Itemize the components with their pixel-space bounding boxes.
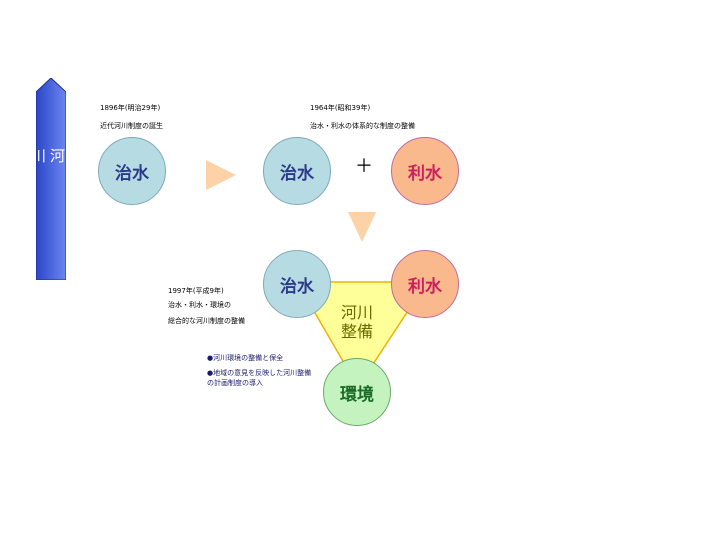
stage1-chisui-circle: 治水 bbox=[98, 137, 166, 205]
stage3-chisui-circle: 治水 bbox=[263, 250, 331, 318]
right-arrow-icon bbox=[206, 160, 236, 190]
kasen-seibi-triangle bbox=[297, 281, 429, 389]
stage2-chisui-label: 治水 bbox=[280, 163, 314, 184]
kasen-label-line1: 河川 bbox=[340, 303, 373, 322]
down-arrow-icon bbox=[348, 212, 376, 242]
stage3-kankyo-label: 環境 bbox=[340, 384, 374, 405]
stage3-note-2: ●地域の意見を反映した河川整備 bbox=[207, 369, 312, 377]
stage2-year: 1964年(昭和39年) bbox=[310, 104, 371, 112]
stage3-year: 1997年(平成9年) bbox=[168, 287, 224, 295]
stage3-caption-line2: 総合的な河川制度の整備 bbox=[168, 317, 245, 325]
side-tab-shape bbox=[36, 78, 66, 280]
stage2-risui-circle: 利水 bbox=[391, 137, 459, 205]
stage2-caption: 治水・利水の体系的な制度の整備 bbox=[310, 122, 415, 130]
stage1-caption: 近代河川制度の誕生 bbox=[100, 122, 163, 130]
stage3-caption-line1: 治水・利水・環境の bbox=[168, 301, 231, 309]
stage1-chisui-label: 治水 bbox=[115, 163, 149, 184]
plus-sign: ＋ bbox=[355, 156, 373, 177]
stage3-note-3: の計画制度の導入 bbox=[207, 379, 263, 387]
stage1-year: 1896年(明治29年) bbox=[100, 104, 161, 112]
stage3-risui-circle: 利水 bbox=[391, 250, 459, 318]
stage3-risui-label: 利水 bbox=[408, 276, 442, 297]
kasen-seibi-label: 河川 整備 bbox=[330, 303, 384, 341]
side-tab-label: 河川法改正の流れ bbox=[0, 148, 66, 163]
stage3-chisui-label: 治水 bbox=[280, 276, 314, 297]
stage2-chisui-circle: 治水 bbox=[263, 137, 331, 205]
stage3-note-1: ●河川環境の整備と保全 bbox=[207, 354, 284, 362]
kasen-label-line2: 整備 bbox=[340, 322, 373, 341]
side-tab: 河川法改正の流れ bbox=[0, 78, 66, 280]
stage3-kankyo-circle: 環境 bbox=[323, 358, 391, 426]
stage2-risui-label: 利水 bbox=[408, 163, 442, 184]
